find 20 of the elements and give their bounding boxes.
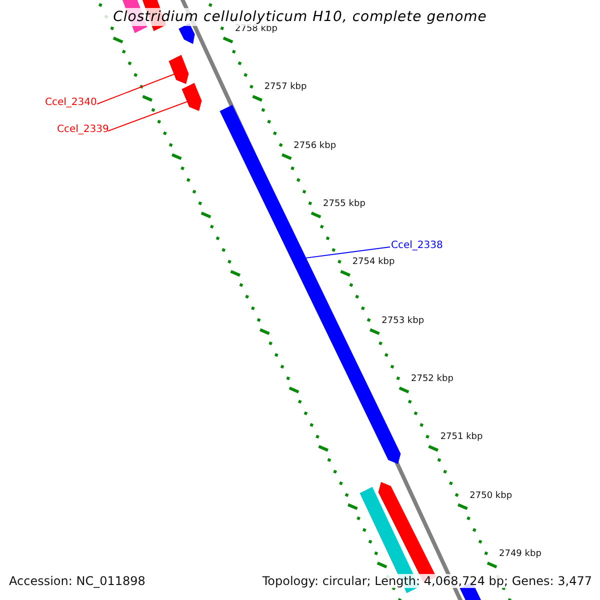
accession-text: Accession: NC_011898 <box>9 574 146 588</box>
tick-label: 2750 kbp <box>470 490 512 501</box>
tick-label: 2754 kbp <box>352 257 395 268</box>
gene-feature <box>168 54 189 84</box>
tick-label: 2755 kbp <box>323 199 366 209</box>
genome-info-text: Topology: circular; Length: 4,068,724 bp; Genes: 3,477 <box>262 574 592 588</box>
tick-label: 2752 kbp <box>411 374 454 384</box>
tick-label: 2757 kbp <box>264 82 307 92</box>
tick-label: 2753 kbp <box>382 316 424 326</box>
tick-label: 2749 kbp <box>499 549 542 559</box>
tick-label: 2751 kbp <box>440 432 483 442</box>
tick-label: 2758 kbp <box>235 24 278 34</box>
tick-label: 2756 kbp <box>294 140 336 151</box>
gene-feature <box>182 82 202 111</box>
leader-line <box>108 101 188 132</box>
gene-label: Ccel_2339 <box>57 124 109 135</box>
leader-line <box>306 246 390 258</box>
gene-label: Ccel_2340 <box>45 97 97 108</box>
leader-line <box>96 74 175 104</box>
gene-label: Ccel_2338 <box>391 240 443 251</box>
